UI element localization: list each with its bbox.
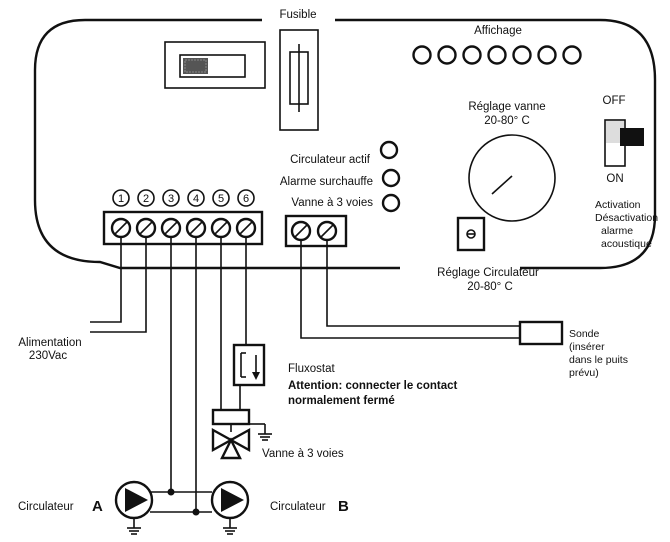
display-leds — [412, 45, 582, 65]
vanne-label: Vanne à 3 voies — [262, 448, 344, 460]
alimentation-voltage: 230Vac — [29, 350, 67, 362]
terminal-number-5: 5 — [218, 193, 224, 205]
sonde-probe — [518, 320, 564, 346]
terminal-screw[interactable] — [235, 217, 257, 239]
on-label: ON — [606, 173, 623, 185]
display-led-2 — [437, 45, 457, 65]
pump-icon — [210, 480, 250, 520]
circulateur-a-letter: A — [92, 498, 103, 515]
reglage-vanne-label: Réglage vanne — [468, 101, 545, 113]
circulateur-b-letter: B — [338, 498, 349, 515]
display-led-5 — [512, 45, 532, 65]
terminal-screw[interactable] — [210, 217, 232, 239]
activation-line-4: acoustique — [601, 238, 652, 250]
terminal-screw[interactable] — [290, 220, 312, 242]
wire-alimentation-1 — [90, 237, 122, 323]
terminal-screw[interactable] — [110, 217, 132, 239]
circulator-trimmer-icon[interactable] — [456, 216, 486, 252]
display-led-4 — [487, 45, 507, 65]
circulateur-a-label: Circulateur — [18, 501, 74, 513]
dip-switch[interactable] — [164, 41, 266, 89]
sonde-line-2: (insérer — [569, 341, 605, 353]
fuse-icon — [279, 29, 319, 131]
wire-pump-b — [171, 491, 212, 513]
terminal-screw[interactable] — [135, 217, 157, 239]
ground-icon — [127, 518, 141, 535]
attention-line-1: Attention: connecter le contact — [288, 380, 457, 392]
terminal-block-sonde — [284, 214, 348, 248]
fusible-label: Fusible — [279, 9, 316, 21]
display-led-6 — [537, 45, 557, 65]
affichage-label: Affichage — [474, 25, 522, 37]
sonde-line-3: dans le puits — [569, 354, 628, 366]
circulateur-actif-label: Circulateur actif — [290, 154, 371, 166]
sonde-line-4: prévu) — [569, 367, 599, 379]
ground-icon — [223, 518, 237, 535]
vanne-led-label: Vanne à 3 voies — [291, 197, 373, 209]
alarme-surchauffe-led — [381, 168, 401, 188]
circulateur-actif-led — [379, 140, 399, 160]
attention-line-2: normalement fermé — [288, 395, 395, 407]
wire-alimentation-2 — [90, 237, 147, 333]
terminal-screw[interactable] — [316, 220, 338, 242]
fluxostat-icon — [232, 343, 266, 387]
display-led-7 — [562, 45, 582, 65]
terminal-number-3: 3 — [168, 193, 174, 205]
activation-line-2: Désactivation — [595, 212, 658, 224]
terminal-screw[interactable] — [160, 217, 182, 239]
activation-line-3: alarme — [601, 225, 633, 237]
reglage-circulateur-label: Réglage Circulateur — [437, 267, 539, 279]
sonde-line-1: Sonde — [569, 328, 600, 340]
wire-sonde-2 — [326, 240, 520, 327]
activation-line-1: Activation — [595, 199, 641, 211]
terminal-numbers: 1 2 3 4 5 6 — [112, 189, 255, 207]
toggle-switch-icon[interactable] — [604, 119, 644, 167]
display-led-1 — [412, 45, 432, 65]
terminal-number-6: 6 — [243, 193, 249, 205]
reglage-vanne-range: 20-80° C — [484, 115, 530, 127]
terminal-screw[interactable] — [185, 217, 207, 239]
wire-pump-a — [150, 491, 196, 513]
wire-sonde-1 — [300, 240, 520, 339]
off-label: OFF — [603, 95, 626, 107]
vanne-led — [381, 193, 401, 213]
valve-dial-icon[interactable] — [468, 134, 556, 222]
terminal-number-1: 1 — [118, 193, 124, 205]
three-way-valve-icon — [211, 408, 251, 460]
pump-icon — [114, 480, 154, 520]
terminal-number-2: 2 — [143, 193, 149, 205]
display-led-3 — [462, 45, 482, 65]
ground-icon — [249, 423, 272, 441]
circulateur-b-label: Circulateur — [270, 501, 326, 513]
fluxostat-label: Fluxostat — [288, 363, 335, 375]
terminal-block-main — [102, 210, 264, 246]
controller-housing — [33, 18, 657, 270]
alimentation-label: Alimentation — [18, 337, 81, 349]
alarme-surchauffe-label: Alarme surchauffe — [280, 176, 373, 188]
reglage-circulateur-range: 20-80° C — [467, 281, 513, 293]
terminal-number-4: 4 — [193, 193, 199, 205]
